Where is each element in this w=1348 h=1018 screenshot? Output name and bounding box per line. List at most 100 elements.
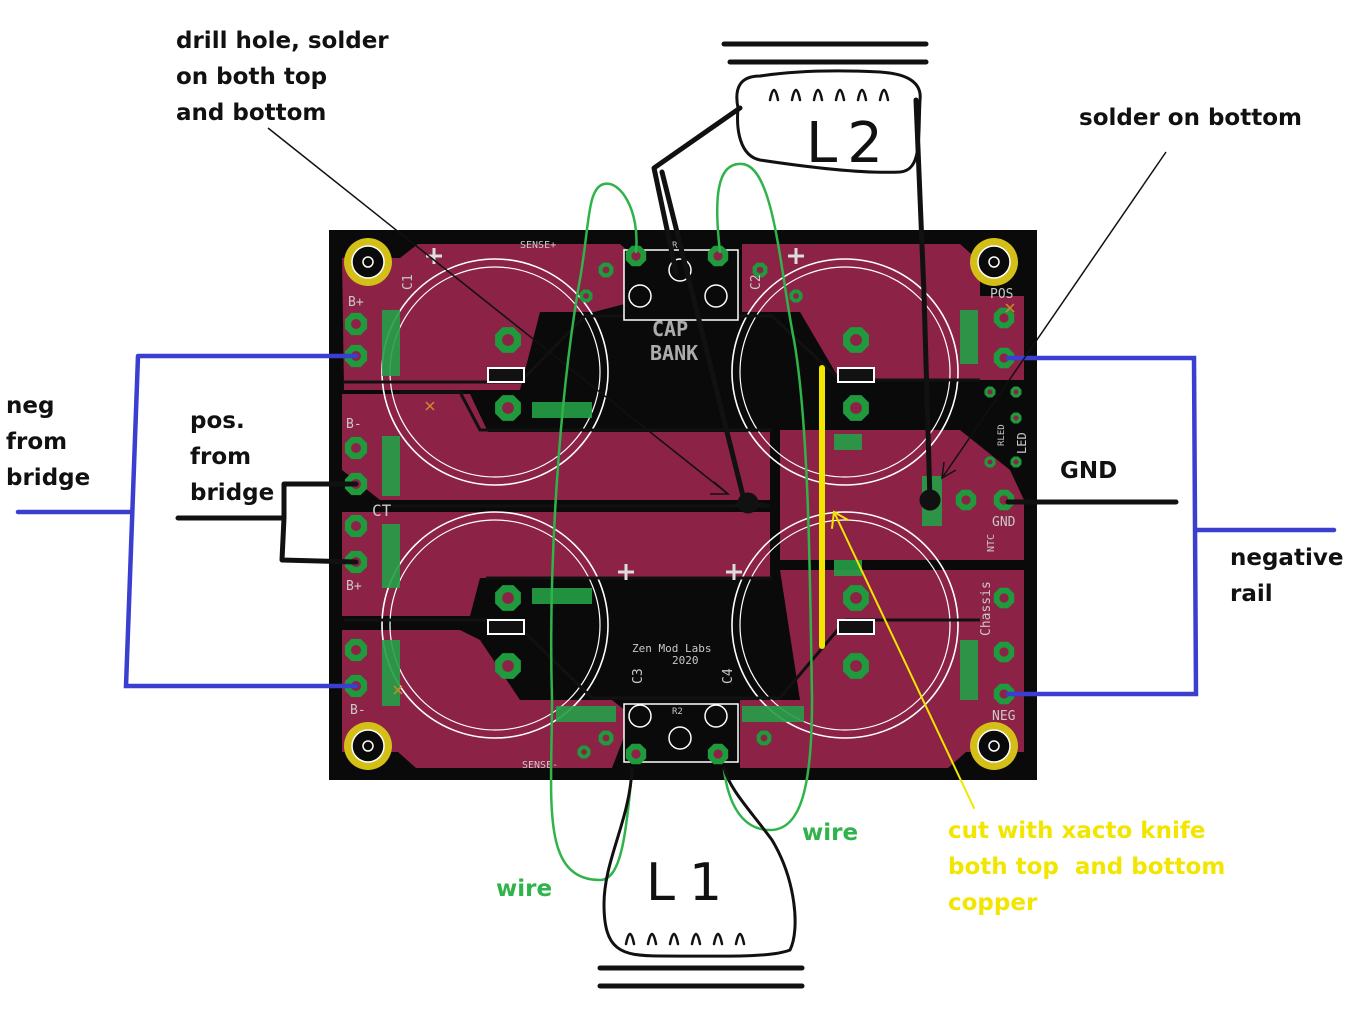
pad-hole-13 (850, 402, 862, 414)
silk-cap-bank-1: CAP (652, 317, 688, 341)
silk-chassis: Chassis (979, 581, 994, 636)
inductor-l1 (597, 766, 805, 989)
silk-rled: RLED (997, 424, 1007, 446)
mounting-holes (344, 238, 1018, 770)
pad-hole-8 (502, 334, 514, 346)
pad-hole-18 (602, 266, 610, 274)
silk-c1: C1 (401, 274, 416, 290)
cap-c2-symbol (837, 367, 875, 383)
copper-pour-top-left (342, 244, 640, 390)
silk-led: LED (1015, 432, 1029, 454)
cap-c2-outer (731, 258, 959, 486)
hatch-left-3 (382, 524, 400, 588)
wire-l2-lead-right (913, 97, 933, 503)
l2-body (735, 69, 922, 174)
l2-turns (768, 88, 890, 102)
green-wire-right (715, 162, 814, 832)
black-wires (175, 97, 1179, 565)
pad-hole-28 (999, 353, 1009, 363)
cap-c3-inner (389, 519, 601, 731)
pad-hole-36 (1013, 415, 1019, 421)
silk-sense-top: SENSE+ (520, 240, 556, 251)
pointer-drill-hole (267, 127, 729, 495)
pointer-solder-bottom-head (941, 461, 957, 480)
pointer-lines (267, 127, 1167, 495)
trace-rail-upper-mid (400, 390, 772, 432)
thermal-hatches (382, 310, 978, 722)
pad-hole-32 (999, 689, 1009, 699)
hatch-left-4 (382, 640, 400, 706)
mount-hole-bottom-left (344, 722, 392, 770)
silk-r2: R2 (672, 707, 683, 717)
pad-hole-0 (351, 319, 361, 329)
annotation-solder-bottom: solder on bottom (1079, 105, 1302, 131)
silk-r1: R1 (672, 241, 683, 251)
green-wires (549, 162, 814, 882)
inductor-l2-label: L2 (806, 111, 893, 176)
pad-hole-11 (502, 660, 514, 672)
pad-hole-37 (987, 459, 993, 465)
pad-hole-16 (631, 251, 641, 261)
pad-hole-17 (713, 251, 723, 261)
silk-cap-bank-2: BANK (650, 341, 698, 365)
l1-body (602, 766, 797, 958)
silk-b-plus-top: B+ (348, 295, 364, 310)
pad-hole-24 (602, 734, 610, 742)
silk-ct: CT (372, 501, 392, 520)
wire-neg-from-bridge (15, 353, 359, 689)
cap-polarity-symbols (487, 367, 875, 635)
mount-hole-bottom-right (970, 722, 1018, 770)
pointer-solder-bottom (941, 151, 1167, 479)
inductor-l2 (721, 41, 929, 174)
annotation-cut-note: cut with xacto knife both top and bottom… (948, 818, 1226, 916)
silk-year: 2020 (672, 654, 699, 667)
pad-hole-2 (351, 443, 361, 453)
cap-c3-symbol (487, 619, 525, 635)
hatch-left-1 (382, 310, 400, 376)
pad-hole-27 (999, 313, 1009, 323)
copper-pour-bottom-left (342, 630, 632, 768)
hatch-left-2 (382, 436, 400, 496)
silk-pos: POS (990, 287, 1013, 302)
silk-plus-markers (426, 248, 804, 580)
annotation-wire-right: wire (802, 820, 859, 846)
pad-hole-6 (351, 645, 361, 655)
annotation-drill-hole: drill hole, solder on both top and botto… (176, 28, 389, 126)
copper-pour-left-mid (342, 394, 770, 500)
cut-markers (819, 365, 975, 809)
silk-gnd: GND (992, 515, 1016, 530)
capacitor-outlines (381, 258, 959, 739)
pad-hole-38 (1013, 459, 1019, 465)
cut-pointer-head (831, 510, 849, 529)
pad-hole-22 (631, 749, 641, 759)
silk-c2: C2 (749, 274, 764, 290)
annotation-pos-from-bridge: pos. from bridge (190, 408, 275, 506)
wire-negative-rail (1005, 355, 1337, 697)
hatch-c4 (834, 560, 862, 576)
annotation-wire-left: wire (496, 876, 553, 902)
pad-hole-19 (756, 266, 764, 274)
blue-wires (15, 353, 1337, 697)
silk-b-plus-mid: B+ (346, 579, 362, 594)
pad-hole-15 (850, 660, 862, 672)
annotation-negative-rail: negative rail (1230, 545, 1344, 607)
pad-hole-23 (713, 749, 723, 759)
hatch-c2 (834, 434, 862, 450)
hatch-bottom-right (742, 706, 804, 722)
copper-pour-left-low (342, 512, 770, 616)
pad-hole-14 (850, 592, 862, 604)
silk-maker: Zen Mod Labs (632, 642, 711, 655)
pad-hole-4 (351, 521, 361, 531)
pad-hole-26 (581, 749, 587, 755)
pad-hole-33 (961, 495, 971, 505)
silk-c3: C3 (631, 668, 646, 684)
silk-x-markers (393, 303, 1015, 695)
cap-c4-symbol (837, 619, 875, 635)
cap-c4-outer (731, 511, 959, 739)
mount-hole-top-left (344, 238, 392, 286)
silk-b-minus-mid: B- (346, 417, 362, 432)
annotation-neg-from-bridge: neg from bridge (6, 393, 91, 491)
silk-sense-bottom: SENSE- (522, 760, 558, 771)
